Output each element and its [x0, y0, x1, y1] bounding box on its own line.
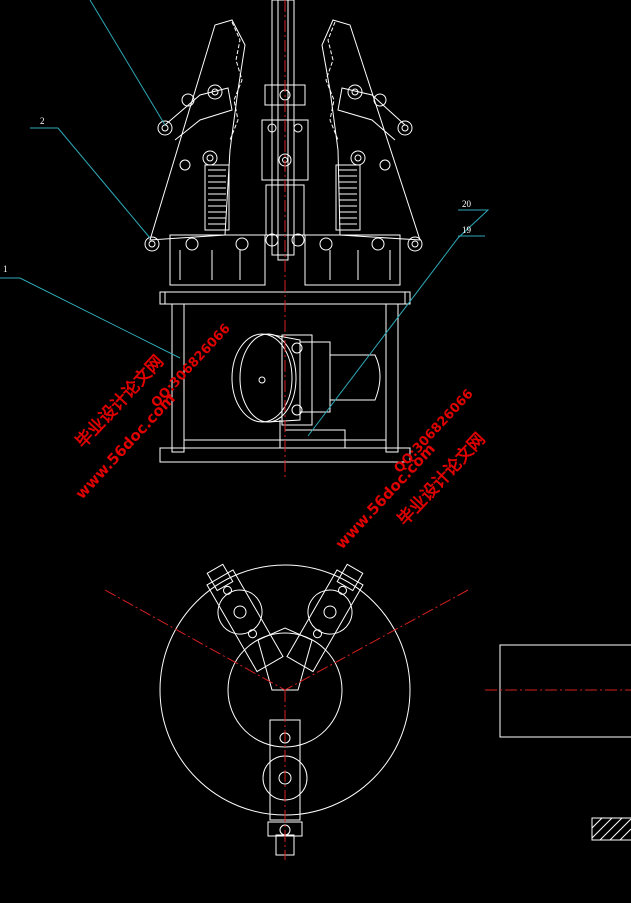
callout-20: 20: [462, 199, 472, 209]
watermark-left: www.56doc.com 毕业设计论文网 QQ:306826066: [71, 321, 233, 502]
top-centerlines: [104, 589, 469, 860]
watermark-right: www.56doc.com QQ:306826066 毕业设计论文网: [332, 387, 490, 553]
callout-2: 2: [40, 116, 45, 126]
leader-lines: [0, 0, 490, 437]
front-view: [144, 0, 423, 463]
callout-1: 1: [3, 264, 8, 274]
callout-19: 19: [462, 225, 472, 235]
left-finger: [144, 19, 249, 252]
hatched-block: [591, 817, 631, 841]
right-finger: [319, 19, 423, 252]
arm-right: [206, 563, 284, 673]
side-detail: [499, 644, 631, 738]
arm-left: [286, 563, 364, 673]
